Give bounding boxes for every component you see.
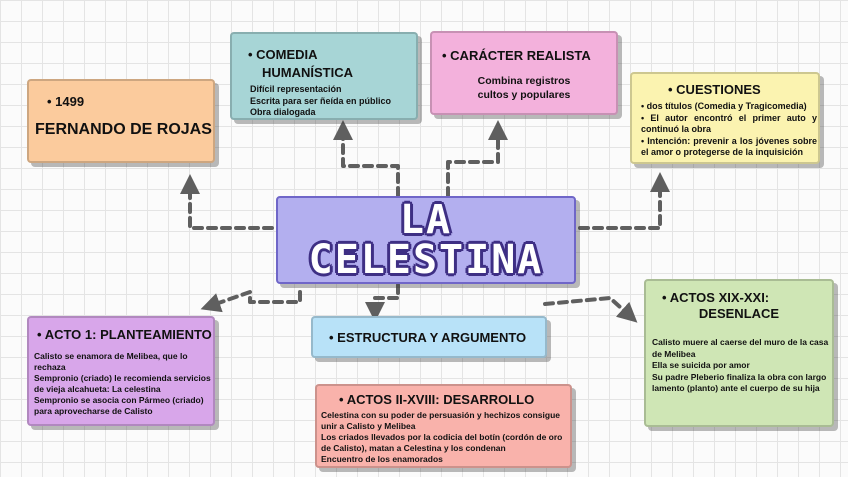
estructura-card: ESTRUCTURA Y ARGUMENTO [311,316,547,358]
cuestiones-card: CUESTIONES dos títulos (Comedia y Tragic… [630,72,820,164]
actos2-card: ACTOS II-XVIII: DESARROLLO Celestina con… [315,384,572,468]
cuestiones-item: El autor encontró el primer auto y conti… [641,113,817,136]
arrow-to-desenlace [543,296,638,323]
realista-heading: CARÁCTER REALISTA [442,48,591,63]
title-card: LA CELESTINA [276,196,576,284]
cuestiones-heading: CUESTIONES [668,82,761,97]
desenlace-line: Ella se suicida por amor [652,360,750,370]
arrow-to-author [180,174,274,230]
arrow-to-comedia [333,120,400,198]
actos2-line: Celestina con su poder de persuasión y h… [321,410,561,431]
arrow-to-cuestiones [578,172,670,230]
realista-line-1: Combina registros [477,75,571,87]
comedia-lines: Difícil representación Escrita para ser … [250,84,391,119]
desenlace-heading-1: ACTOS XIX-XXI: [662,290,769,305]
arrow-to-realista [446,120,508,198]
arrow-to-estructura [365,283,400,322]
acto1-line: Sempronio (criado) le recomienda servici… [34,373,211,394]
arrow-to-acto1 [200,290,302,313]
desenlace-line: Su padre Pleberio finaliza la obra con l… [652,371,827,394]
acto1-heading: ACTO 1: PLANTEAMIENTO [37,327,212,342]
actos2-line: Encuentro de los enamorados [321,454,443,464]
desenlace-lines: Calisto muere al caerse del muro de la c… [652,337,830,395]
author-name: FERNANDO DE ROJAS [35,121,212,138]
acto1-line: Sempronio se asocia con Pármeo (criado) … [34,395,204,416]
title-line-2: CELESTINA [308,237,544,283]
cuestiones-item: Intención: prevenir a los jóvenes sobre … [641,136,817,159]
comedia-line: Difícil representación [250,84,342,94]
realista-card: CARÁCTER REALISTA Combina registros cult… [430,31,618,115]
comedia-card: COMEDIA HUMANÍSTICA Difícil representaci… [230,32,418,120]
author-year: 1499 [47,94,84,109]
desenlace-card: ACTOS XIX-XXI: DESENLACE Calisto muere a… [644,279,834,427]
desenlace-heading-2: DESENLACE [698,306,780,321]
cuestiones-list: dos títulos (Comedia y Tragicomedia) El … [641,101,817,159]
title-line-1: LA [399,197,453,243]
desenlace-line: Calisto muere al caerse del muro de la c… [652,337,829,359]
acto1-lines: Calisto se enamora de Melibea, que lo re… [34,351,212,417]
acto1-line: Calisto se enamora de Melibea, que lo re… [34,351,188,372]
estructura-heading: ESTRUCTURA Y ARGUMENTO [329,330,526,345]
acto1-card: ACTO 1: PLANTEAMIENTO Calisto se enamora… [27,316,215,426]
realista-lines: Combina registros cultos y populares [432,74,616,102]
cuestiones-item: dos títulos (Comedia y Tragicomedia) [641,101,817,113]
actos2-line: Los criados llevados por la codicia del … [321,432,563,453]
realista-line-2: cultos y populares [477,89,571,101]
comedia-line: Obra dialogada [250,107,316,117]
comedia-heading-1: COMEDIA [248,47,317,62]
author-card: 1499 FERNANDO DE ROJAS [27,79,215,163]
actos2-lines: Celestina con su poder de persuasión y h… [321,410,571,465]
comedia-line: Escrita para ser ñeída en público [250,95,392,106]
actos2-heading: ACTOS II-XVIII: DESARROLLO [339,392,535,407]
comedia-heading-2: HUMANÍSTICA [262,65,353,80]
